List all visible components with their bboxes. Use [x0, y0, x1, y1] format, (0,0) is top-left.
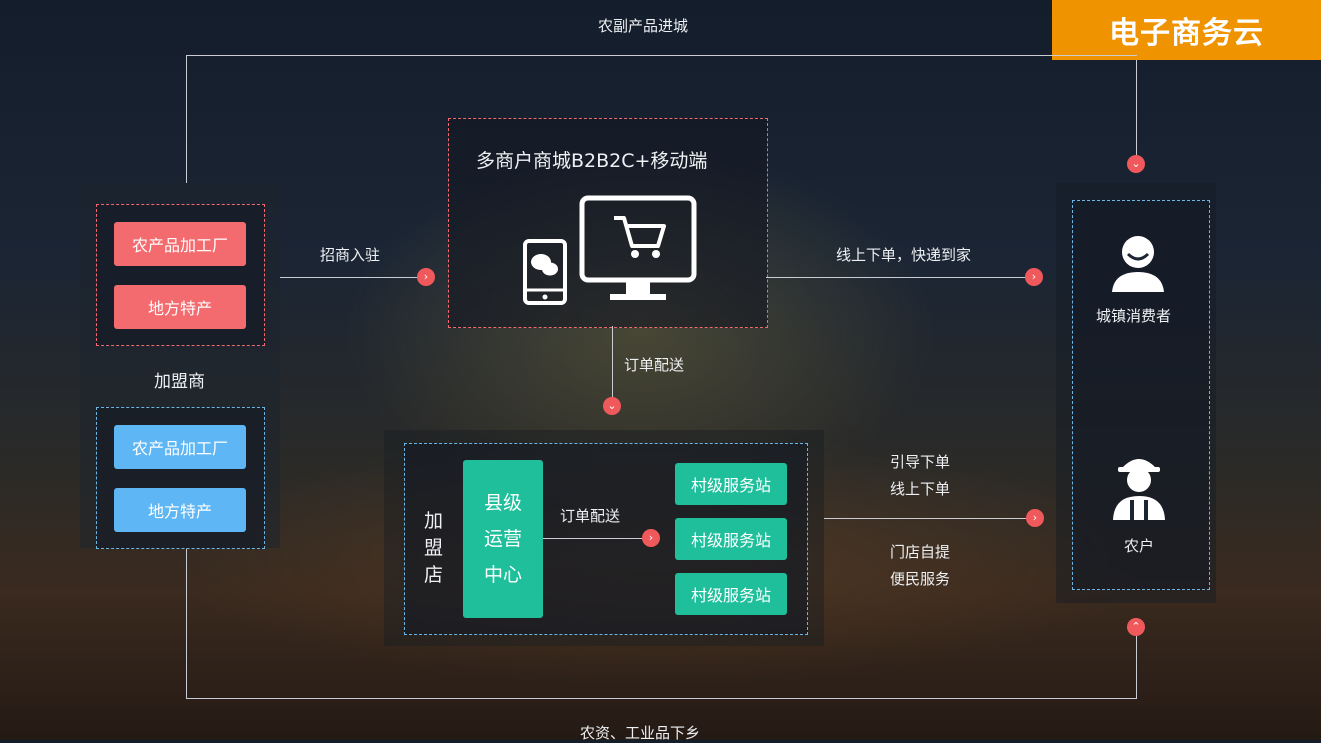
chevron-right-icon: › [642, 529, 660, 547]
farmer-label: 农户 [1124, 537, 1155, 555]
ecommerce-cloud-badge: 电子商务云 [1052, 0, 1321, 60]
online-order-line [766, 277, 1028, 278]
phone-wechat-icon [523, 239, 567, 305]
recruit-line [280, 277, 420, 278]
guide-label-4: 便民服务 [890, 570, 951, 588]
mall-title: 多商户商城B2B2C+移动端 [476, 150, 708, 172]
county-operation-center[interactable]: 县级运营中心 [463, 460, 543, 618]
guide-label-3: 门店自提 [890, 543, 951, 561]
chevron-right-icon: › [1026, 509, 1044, 527]
farmer-avatar-icon [1113, 459, 1165, 520]
bottom-flow-label: 农资、工业品下乡 [580, 724, 701, 742]
red-agri-factory-button[interactable]: 农产品加工厂 [114, 222, 246, 266]
top-left-vertical [186, 55, 187, 183]
recruit-label: 招商入驻 [320, 246, 381, 264]
top-right-vertical [1136, 60, 1137, 155]
village-station-3[interactable]: 村级服务站 [675, 573, 787, 615]
store-label: 加盟店 [424, 510, 444, 586]
guide-line [824, 518, 1029, 519]
order-delivery-label-2: 订单配送 [560, 507, 621, 525]
bottom-flow-line [186, 698, 1137, 699]
chevron-down-icon: ⌄ [603, 397, 621, 415]
consumer-label: 城镇消费者 [1096, 307, 1172, 325]
guide-label-1: 引导下单 [890, 453, 951, 471]
blue-agri-factory-button[interactable]: 农产品加工厂 [114, 425, 246, 469]
franchisee-label: 加盟商 [154, 372, 205, 392]
chevron-up-icon: ⌃ [1127, 618, 1145, 636]
store-delivery-line [543, 538, 645, 539]
chevron-right-icon: › [1025, 268, 1043, 286]
top-flow-line [186, 55, 1137, 56]
order-delivery-vertical [612, 326, 613, 398]
top-flow-label: 农副产品进城 [598, 17, 689, 35]
computer-cart-icon [579, 195, 697, 300]
village-station-2[interactable]: 村级服务站 [675, 518, 787, 560]
village-station-1[interactable]: 村级服务站 [675, 463, 787, 505]
online-order-label: 线上下单，快递到家 [836, 246, 972, 264]
consumer-avatar-icon [1112, 236, 1164, 292]
red-local-specialty-button[interactable]: 地方特产 [114, 285, 246, 329]
guide-label-2: 线上下单 [890, 480, 951, 498]
mall-panel [448, 118, 768, 328]
order-delivery-label-1: 订单配送 [624, 356, 685, 374]
chevron-down-icon: ⌄ [1127, 155, 1145, 173]
bottom-right-vertical [1136, 635, 1137, 698]
chevron-right-icon: › [417, 268, 435, 286]
bottom-left-vertical [186, 548, 187, 698]
blue-local-specialty-button[interactable]: 地方特产 [114, 488, 246, 532]
